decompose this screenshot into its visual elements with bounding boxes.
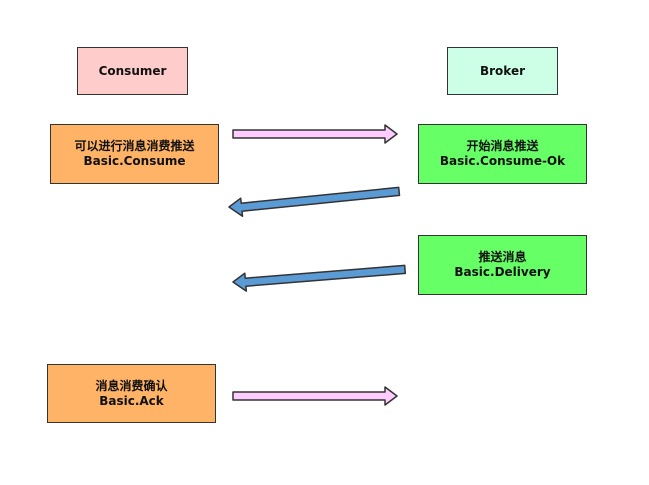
consumer-step-ack: 消息消费确认 Basic.Ack bbox=[47, 364, 216, 423]
step-label-method: Basic.Ack bbox=[99, 393, 164, 408]
broker-label: Broker bbox=[479, 63, 526, 78]
step-label-method: Basic.Consume bbox=[83, 154, 186, 168]
arrow-delivery-to-consumer bbox=[232, 264, 407, 292]
arrow-consume-to-broker bbox=[232, 124, 398, 144]
step-label-method: Basic.Consume-Ok bbox=[439, 154, 566, 168]
consumer-label: Consumer bbox=[98, 63, 167, 78]
broker-header: Broker bbox=[447, 47, 558, 95]
consumer-header: Consumer bbox=[77, 47, 188, 95]
step-label-cn: 可以进行消息消费推送 bbox=[74, 139, 195, 153]
step-label-cn: 推送消息 bbox=[478, 250, 527, 264]
arrow-consume-ok-to-consumer bbox=[228, 186, 401, 217]
arrow-ack-to-broker bbox=[232, 386, 398, 406]
consumer-step-consume: 可以进行消息消费推送 Basic.Consume bbox=[50, 124, 219, 184]
step-label-cn: 开始消息推送 bbox=[466, 139, 539, 153]
broker-step-delivery: 推送消息 Basic.Delivery bbox=[418, 235, 587, 295]
broker-step-consume-ok: 开始消息推送 Basic.Consume-Ok bbox=[418, 124, 587, 184]
step-label-method: Basic.Delivery bbox=[454, 265, 551, 279]
step-label-cn: 消息消费确认 bbox=[95, 378, 168, 393]
